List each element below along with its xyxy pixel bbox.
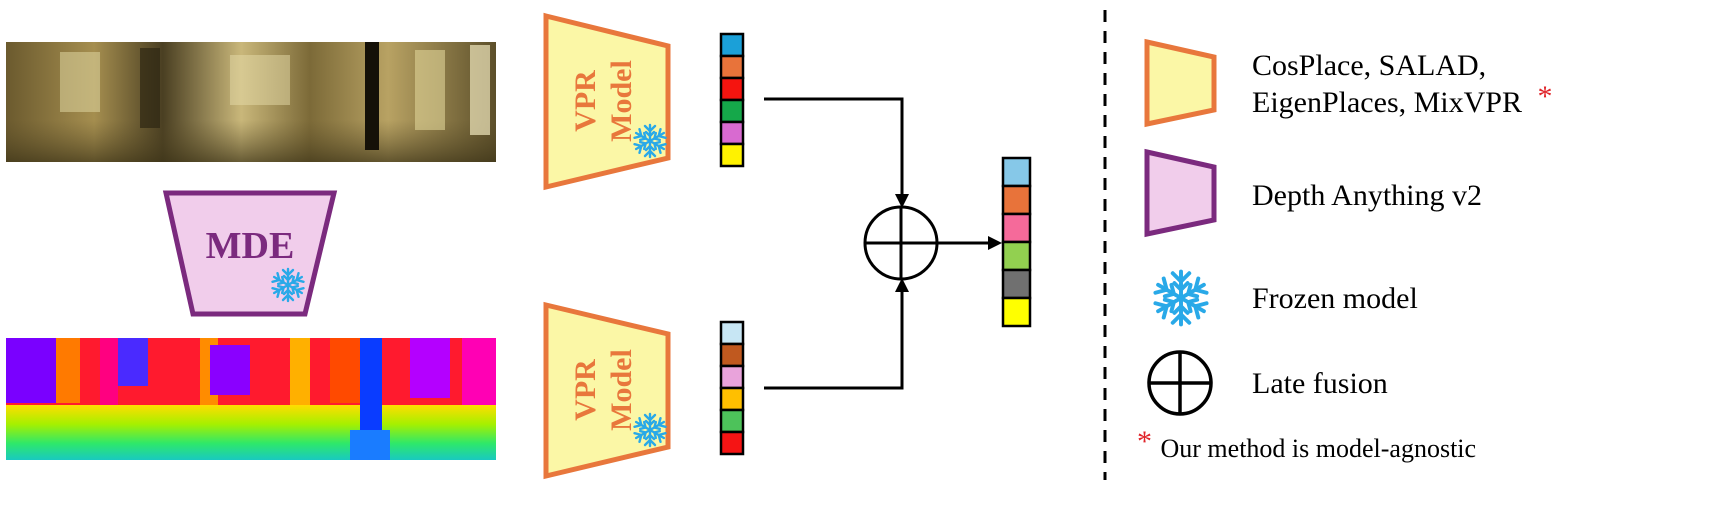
vpr-label-line1: VPR: [569, 70, 602, 132]
legend: CosPlace, SALAD, EigenPlaces, MixVPR * D…: [1137, 38, 1553, 463]
late-fusion-symbol: [863, 205, 939, 281]
rgb-to-fusion-arrow: [764, 97, 904, 196]
arrowhead-right: [988, 236, 1002, 250]
depth-descriptor-cell-6: [719, 430, 745, 456]
rgb-descriptor-cell-5: [719, 120, 745, 146]
vpr-label-line2: Model: [605, 60, 638, 142]
fused-descriptor-cell-4: [1001, 240, 1032, 272]
arrowhead-down: [895, 194, 909, 208]
depth-descriptor-cell-2: [719, 342, 745, 368]
rgb-descriptor-cell-1: [719, 32, 745, 58]
legend-vpr-icon: [1144, 38, 1217, 128]
depth-descriptor-cell-4: [719, 386, 745, 412]
legend-note: Our method is model-agnostic: [1161, 434, 1477, 463]
legend-note-wrap: * Our method is model-agnostic: [1137, 425, 1476, 463]
legend-vpr-models-line1: CosPlace, SALAD,: [1252, 49, 1486, 82]
depth-descriptor-cell-1: [719, 320, 745, 346]
vpr-model-depth: VPR Model: [543, 301, 671, 480]
legend-fusion: Late fusion: [1252, 367, 1388, 400]
arrowhead-up: [895, 278, 909, 292]
rgb-descriptor-cell-6: [719, 142, 745, 168]
arrows: [764, 97, 990, 390]
vpr-depth-label-line2: Model: [605, 349, 638, 431]
rgb-descriptor-cell-2: [719, 54, 745, 80]
vpr-depth-label-line1: VPR: [569, 359, 602, 421]
fused-descriptor-cell-2: [1001, 184, 1032, 216]
legend-note-star: *: [1137, 425, 1152, 458]
legend-snowflake-icon: [1155, 272, 1206, 325]
depth-descriptor-cell-3: [719, 364, 745, 390]
depth-to-fusion-arrow: [764, 290, 904, 390]
mde-model: MDE: [162, 190, 338, 317]
rgb-descriptor-cell-4: [719, 98, 745, 124]
fused-descriptor-cell-1: [1001, 156, 1032, 188]
mde-label: MDE: [206, 225, 295, 267]
depth-descriptor-cell-5: [719, 408, 745, 434]
legend-fusion-icon: [1147, 350, 1213, 416]
fused-descriptor-vector: [1001, 156, 1032, 328]
fused-descriptor-cell-5: [1001, 268, 1032, 300]
legend-depth-model: Depth Anything v2: [1252, 179, 1482, 212]
legend-vpr-star: *: [1538, 80, 1553, 113]
rgb-descriptor-cell-3: [719, 76, 745, 102]
rgb-descriptor-vector: [719, 32, 745, 168]
legend-vpr-models-line2-wrap: EigenPlaces, MixVPR *: [1252, 80, 1553, 119]
fused-descriptor-cell-3: [1001, 212, 1032, 244]
fused-descriptor-cell-6: [1001, 296, 1032, 328]
legend-frozen: Frozen model: [1252, 282, 1418, 315]
legend-vpr-models-line2: EigenPlaces, MixVPR: [1252, 86, 1522, 119]
rgb-panorama-image: [6, 42, 496, 162]
legend-depth-icon: [1144, 148, 1217, 238]
vpr-model-rgb: VPR Model: [543, 12, 671, 191]
depth-panorama-image: [6, 338, 496, 460]
depth-descriptor-vector: [719, 320, 745, 456]
